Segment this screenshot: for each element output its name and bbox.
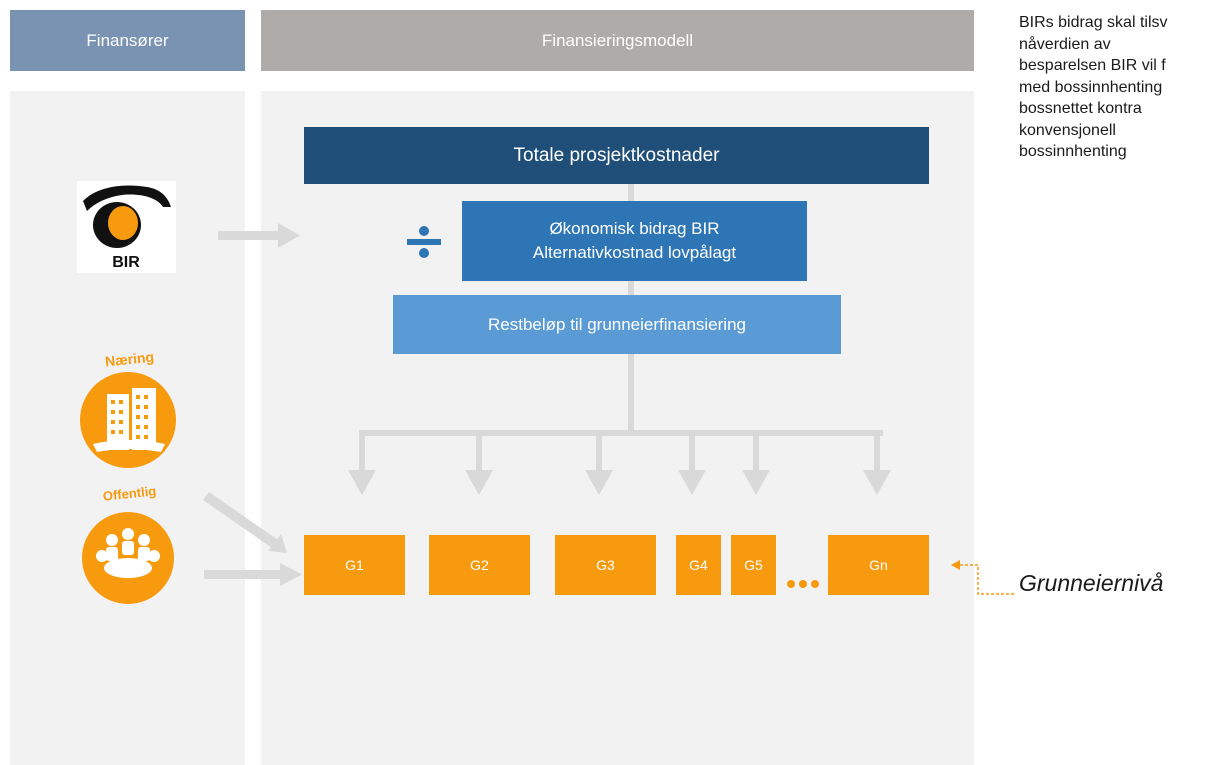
- naering-label: Næring: [104, 349, 154, 370]
- bir-contribution-note: BIRs bidrag skal tilsv nåverdien av besp…: [1019, 14, 1168, 160]
- bidrag-line1: Økonomisk bidrag BIR: [549, 219, 720, 238]
- divide-icon: [404, 225, 444, 260]
- bir-logo: BIR: [77, 181, 176, 273]
- grunneier-box-g3: G3: [555, 535, 656, 595]
- box-totale-prosjektkostnader: Totale prosjektkostnader: [304, 127, 929, 184]
- naering-icon: Næring: [75, 340, 185, 470]
- box-okonomisk-bidrag: Økonomisk bidrag BIR Alternativkostnad l…: [462, 201, 807, 281]
- grunneier-box-g2: G2: [429, 535, 530, 595]
- offentlig-label: Offentlig: [102, 483, 157, 504]
- grunneier-box-g4: G4: [676, 535, 721, 595]
- offentlig-icon: Offentlig: [75, 472, 185, 608]
- header-finansieringsmodell: Finansieringsmodell: [261, 10, 974, 71]
- grunneier-box-gn: Gn: [828, 535, 929, 595]
- grunneier-box-g1: G1: [304, 535, 405, 595]
- box-restbelop: Restbeløp til grunneierfinansiering: [393, 295, 841, 354]
- grunneier-box-g5: G5: [731, 535, 776, 595]
- grunneiernivaa-label: Grunneiernivå: [1019, 570, 1164, 596]
- header-finansorer: Finansører: [10, 10, 245, 71]
- bidrag-line2: Alternativkostnad lovpålagt: [532, 243, 737, 262]
- bir-label: BIR: [112, 254, 140, 271]
